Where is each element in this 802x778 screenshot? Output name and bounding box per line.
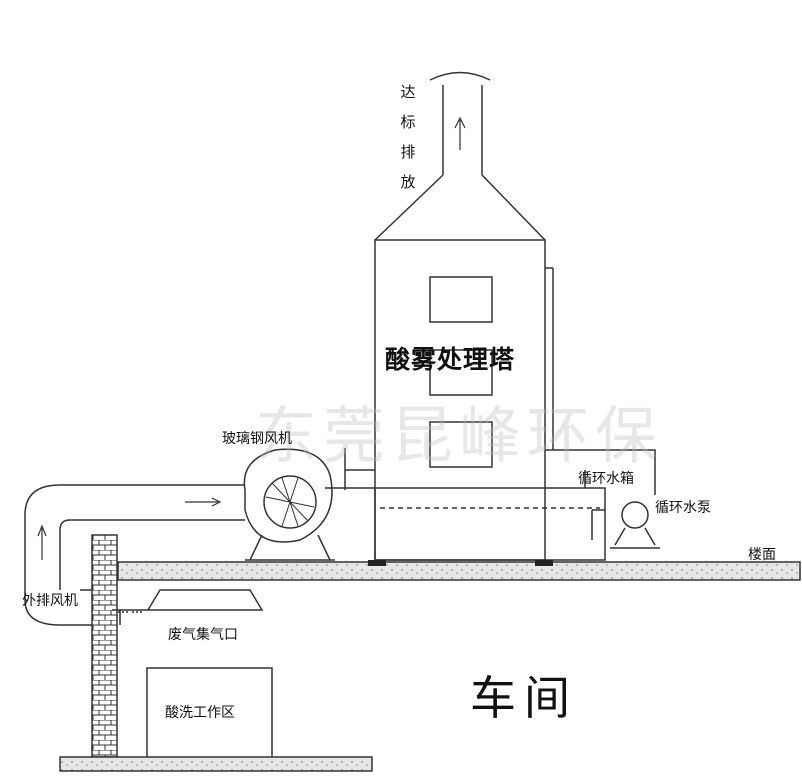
label-discharge-2: 标 [400, 113, 416, 131]
label-discharge-3: 排 [400, 143, 416, 161]
recirc-pipe [545, 449, 656, 495]
ground-slab [59, 756, 373, 772]
label-exhaust-fan: 外排风机 [22, 593, 78, 609]
tower-cone [374, 174, 546, 241]
stack-cap [429, 71, 491, 81]
label-discharge-1: 达 [400, 83, 416, 101]
label-tank: 循环水箱 [578, 471, 634, 487]
label-tower: 酸雾处理塔 [385, 345, 516, 374]
label-inlet: 废气集气口 [168, 627, 238, 643]
tower-window-top [429, 276, 493, 323]
arrow-right [185, 497, 222, 507]
label-work-area: 酸洗工作区 [165, 705, 235, 721]
floor-slab [117, 561, 801, 581]
main-duct [24, 484, 245, 626]
label-floor: 楼面 [748, 547, 776, 563]
label-workshop: 车间 [470, 671, 578, 725]
label-discharge-4: 放 [400, 173, 416, 191]
arrow-up-left [37, 524, 47, 560]
tower-window-mid [429, 349, 493, 396]
label-fan: 玻璃钢风机 [222, 431, 292, 447]
fiberglass-fan [243, 448, 333, 543]
water-tank [374, 487, 606, 561]
brick-wall [91, 534, 118, 758]
inlet-hood [112, 589, 264, 611]
tower-window-bottom [429, 421, 493, 468]
pump [621, 501, 649, 529]
arrow-up-stack [454, 116, 466, 150]
label-pump: 循环水泵 [655, 500, 711, 516]
watermark: 东莞昆峰环保 [255, 399, 664, 472]
